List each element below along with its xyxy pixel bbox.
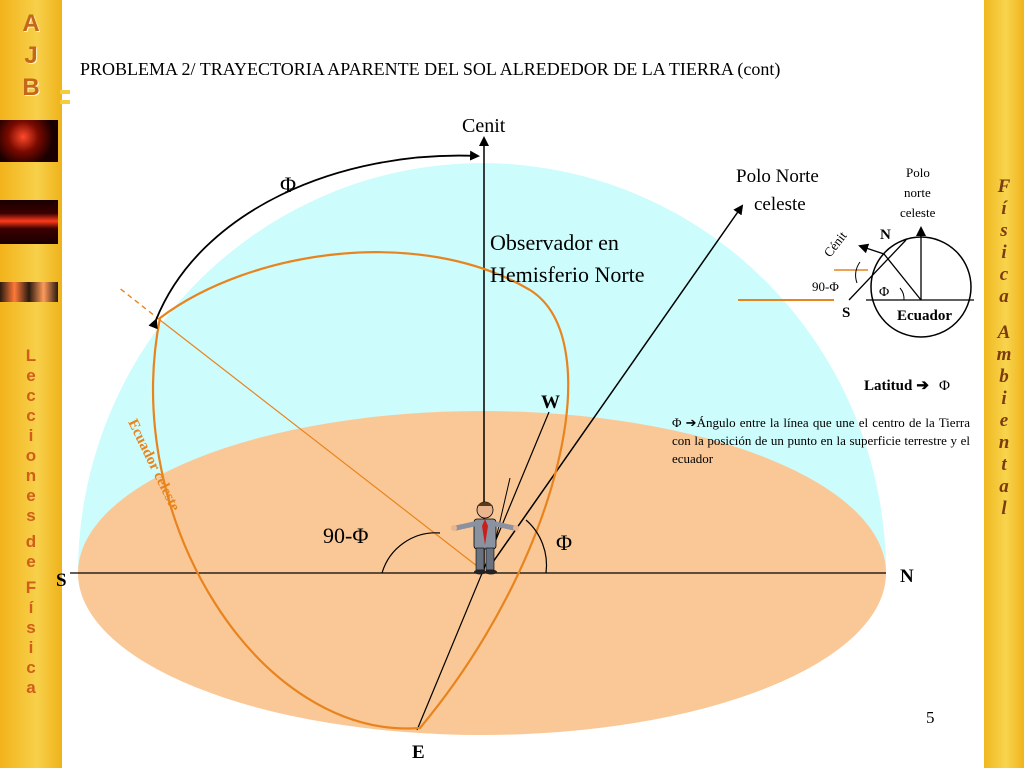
zenith-label: Cenit (462, 115, 506, 137)
right-sidebar (984, 0, 1024, 768)
vertical-letter: F (25, 578, 37, 597)
vertical-letter: s (26, 506, 36, 525)
ninety-minus-phi-label: 90-Φ (323, 523, 368, 548)
inset-s-label: S (842, 305, 850, 321)
observer-label: Observador en (490, 230, 619, 255)
angle-arc-phi (525, 519, 548, 574)
vertical-letter: i (28, 638, 34, 657)
vertical-letter: m (996, 344, 1012, 365)
north-label: N (900, 566, 914, 587)
latitude-definition-note: Φ ➔Ángulo entre la línea que une el cent… (672, 415, 970, 466)
inset-phi-arc (899, 287, 905, 301)
vertical-letter: s (1000, 220, 1008, 241)
logo-dash (60, 100, 70, 104)
east-label: E (412, 742, 425, 763)
equator-radius-line (159, 319, 487, 574)
vertical-letter: t (1001, 454, 1007, 475)
vertical-letter: c (26, 658, 36, 677)
page-number: 5 (926, 708, 935, 727)
logo-letter-b: B (22, 74, 40, 101)
inset-earth-diagram: Polo norte celeste Cénit N S 90-Φ Φ Ecua… (812, 165, 974, 338)
vertical-letter: l (1001, 498, 1007, 519)
inset-90-phi-arc (855, 261, 861, 284)
vertical-letter: i (1001, 388, 1007, 409)
inset-ns-line (848, 239, 907, 301)
vertical-letter: L (25, 346, 37, 365)
vertical-letter: o (25, 446, 37, 465)
inset-cenit-label: Cénit (821, 228, 850, 260)
phi-right-label: Φ (556, 530, 572, 555)
inset-90-phi-label: 90-Φ (812, 279, 839, 294)
logo-letter-j: J (24, 42, 38, 69)
polar-axis-arrow (485, 204, 744, 573)
inset-polo-label: Polo (906, 165, 930, 180)
north-pole-label: celeste (754, 194, 806, 215)
logo-dash (60, 90, 70, 94)
vertical-letter: e (999, 410, 1009, 431)
vertical-letter: í (1001, 198, 1007, 219)
south-label: S (56, 570, 67, 591)
inset-zenith-arrow (858, 243, 885, 255)
vertical-letter: c (26, 406, 36, 425)
inset-n-label: N (880, 227, 891, 243)
latitude-label: Latitud➔Φ (864, 378, 950, 394)
equator-dashed-extension (117, 286, 161, 321)
inset-phi-label: Φ (879, 285, 889, 300)
inset-radius-line (883, 253, 922, 301)
thumbnail-image (0, 282, 58, 302)
page-title: PROBLEMA 2/ TRAYECTORIA APARENTE DEL SOL… (80, 59, 781, 79)
north-pole-label: Polo Norte (736, 166, 819, 187)
observer-label: Hemisferio Norte (490, 262, 645, 287)
vertical-letter: n (998, 432, 1010, 453)
vertical-letter: e (26, 366, 36, 385)
vertical-letter: s (26, 618, 36, 637)
vertical-letter: i (28, 426, 34, 445)
vertical-letter: a (999, 286, 1009, 307)
inset-polo-label: celeste (900, 205, 936, 220)
vertical-letter: í (28, 598, 34, 617)
angle-arc-90-phi (381, 532, 441, 574)
vertical-letter: c (999, 264, 1009, 285)
inset-ecuador-label: Ecuador (897, 308, 952, 324)
vertical-letter: i (1001, 242, 1007, 263)
vertical-letter: F (997, 176, 1011, 197)
observer-figure (451, 501, 519, 575)
vertical-letter: A (997, 322, 1011, 343)
vertical-letter: a (26, 678, 36, 697)
vertical-letter: d (25, 532, 37, 551)
phi-arc-arrow (148, 150, 480, 330)
vertical-letter: e (26, 486, 36, 505)
vertical-letter: e (26, 552, 36, 571)
west-label: W (541, 392, 560, 413)
thumbnail-image (0, 120, 58, 162)
inset-polo-label: norte (904, 185, 931, 200)
vertical-letter: a (999, 476, 1009, 497)
logo-letter-a: A (22, 10, 40, 37)
vertical-letter: b (999, 366, 1009, 387)
vertical-letter: c (26, 386, 36, 405)
thumbnail-image (0, 200, 58, 244)
phi-top-label: Φ (280, 172, 296, 197)
vertical-letter: n (25, 466, 37, 485)
